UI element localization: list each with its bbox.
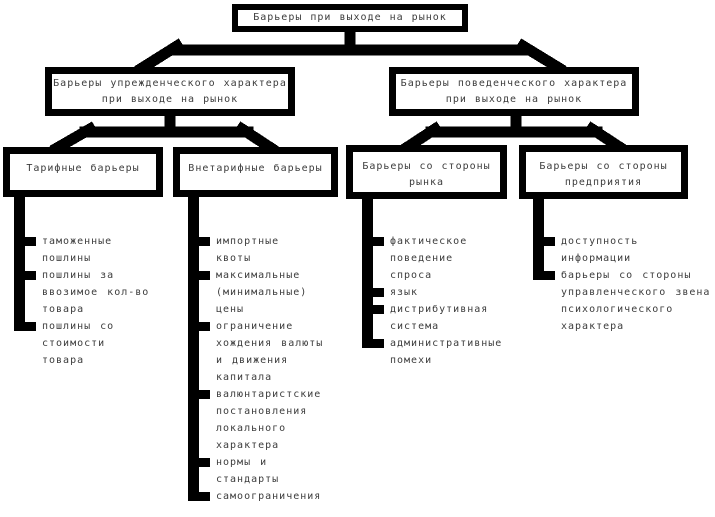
branch-box-preemptive: Барьеры упрежденческого характера при вы… (45, 67, 295, 116)
branch-box-behavioral: Барьеры поведенческого характера при вых… (389, 67, 639, 116)
list-item: таможенные пошлины (14, 233, 149, 267)
list-connector-bar (188, 197, 199, 501)
market-side-barriers-list: фактическое поведение спроса язык дистри… (362, 199, 502, 369)
group-box-enterprise-side-barriers: Барьеры со стороны предприятия (519, 145, 688, 199)
enterprise-side-barriers-list: доступность информации барьеры со сторон… (533, 199, 710, 335)
list-connector-bar (362, 199, 373, 348)
list-item: пошлины со стоимости товара (14, 318, 149, 369)
list-item: фактическое поведение спроса (362, 233, 502, 284)
list-item: ограничение хождения валюты и движения к… (188, 318, 323, 386)
list-item: пошлины за ввозимое кол-во товара (14, 267, 149, 318)
group-box-market-side-barriers: Барьеры со стороны рынка (346, 145, 507, 199)
list-item: самоограничения (188, 488, 323, 505)
list-item: импортные квоты (188, 233, 323, 267)
list-item: дистрибутивная система (362, 301, 502, 335)
nontariff-barriers-list: импортные квоты максимальные (минимальны… (188, 197, 323, 505)
group-box-nontariff-barriers: Внетарифные барьеры (173, 147, 338, 197)
root-box: Барьеры при выходе на рынок (232, 4, 468, 32)
list-connector-bar (14, 197, 25, 331)
list-item: валюнтаристские постановления локального… (188, 386, 323, 454)
list-item: административные помехи (362, 335, 502, 369)
list-item: барьеры со стороны управленческого звена… (533, 267, 710, 335)
group-box-tariff-barriers: Тарифные барьеры (3, 147, 163, 197)
list-item: нормы и стандарты (188, 454, 323, 488)
list-item: язык (362, 284, 502, 301)
tariff-barriers-list: таможенные пошлины пошлины за ввозимое к… (14, 197, 149, 369)
list-item: доступность информации (533, 233, 710, 267)
list-item: максимальные (минимальные) цены (188, 267, 323, 318)
